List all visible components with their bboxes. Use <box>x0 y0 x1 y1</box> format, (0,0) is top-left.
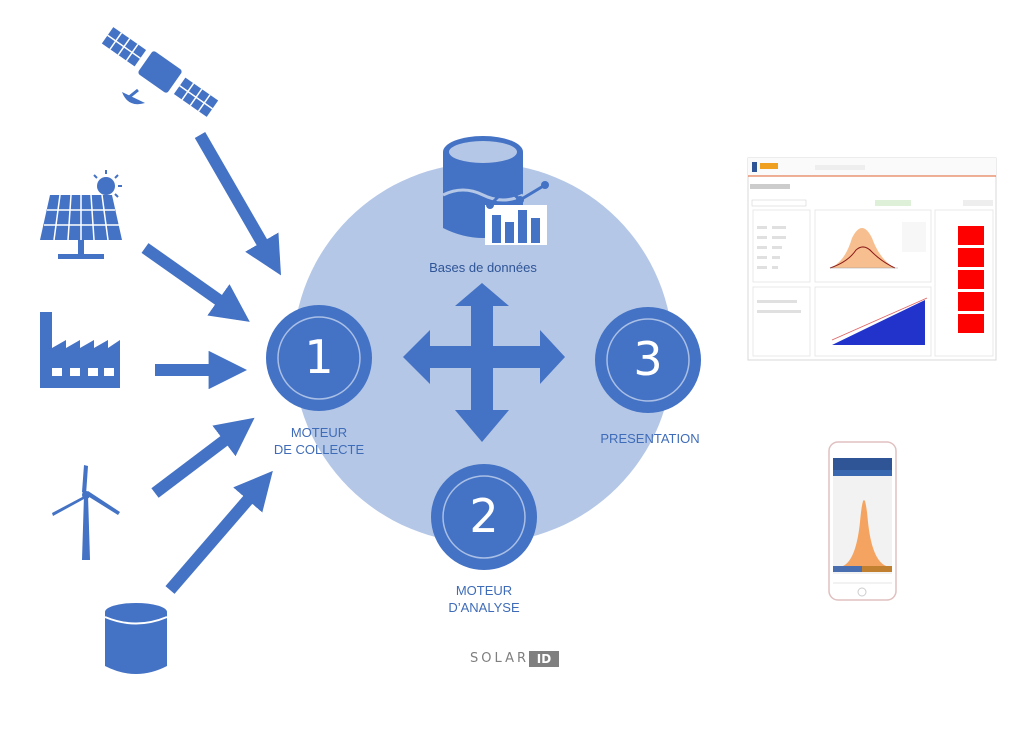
arrow-solar <box>141 243 250 322</box>
collect-label-line2: DE COLLECTE <box>273 442 365 457</box>
logo-mark-box <box>529 651 559 667</box>
factory-icon <box>40 312 120 388</box>
arrow-wind <box>151 417 255 498</box>
database-chart-icon <box>442 136 549 245</box>
node-collect-number: 1 <box>304 330 334 384</box>
analysis-label: MOTEUR D’ANALYSE <box>424 582 544 616</box>
analysis-label-line1: MOTEUR <box>455 583 513 598</box>
solarid-logo-mark: ID <box>536 652 552 666</box>
solar-panel-icon <box>40 170 122 259</box>
database-cylinder-icon <box>104 603 168 674</box>
mobile-app-screenshot <box>828 441 897 601</box>
analysis-label-line2: D’ANALYSE <box>448 600 520 615</box>
node-collect <box>266 305 372 411</box>
node-presentation-number: 3 <box>633 332 663 386</box>
wind-turbine-icon <box>52 465 120 560</box>
collect-label: MOTEUR DE COLLECTE <box>262 424 376 458</box>
database-label: Bases de données <box>429 260 537 275</box>
solarid-logo: SOLAR <box>470 651 529 666</box>
arrow-satellite <box>194 132 281 276</box>
collect-label-line1: MOTEUR <box>290 425 348 440</box>
dashboard-screenshot <box>747 157 997 361</box>
arrow-database <box>165 470 273 594</box>
presentation-label: PRESENTATION <box>600 431 700 446</box>
node-analysis-number: 2 <box>469 489 499 543</box>
satellite-icon <box>101 27 219 117</box>
four-way-arrow <box>403 283 565 442</box>
node-analysis <box>431 464 537 570</box>
node-presentation <box>595 307 701 413</box>
input-arrows <box>141 132 281 594</box>
